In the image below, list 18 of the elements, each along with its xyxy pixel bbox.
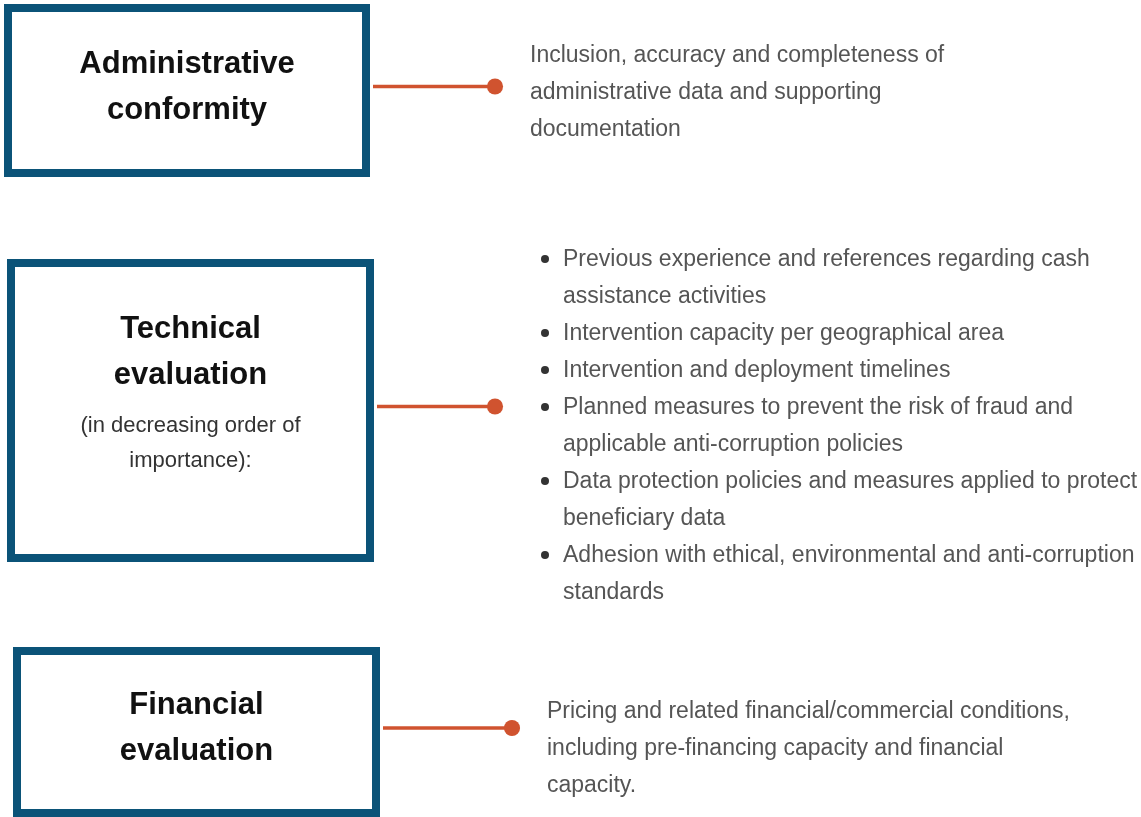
leader-line [373, 78, 504, 95]
leader-line [377, 398, 504, 415]
leader-line [383, 719, 521, 737]
list-item: Intervention capacity per geographical area [563, 318, 1006, 347]
list-item: Planned measures to prevent the risk of fraud and applicable anti-corruption policies [563, 392, 1075, 458]
process-box [7, 259, 374, 562]
process-box [4, 4, 370, 177]
description-text: Pricing and related financial/commercial conditions, including pre-financing capacity and financial capacity. [519, 692, 1079, 803]
list-item: Data protection policies and measures applied to protect beneficiary data [563, 466, 1139, 532]
box-title: Technical evaluation [112, 308, 269, 393]
box-title: Administrative conformity [78, 43, 296, 128]
description-text: Inclusion, accuracy and completeness of administrative data and supporting documentation [502, 36, 1022, 147]
list-item: Previous experience and references regarding cash assistance activities [563, 244, 1091, 310]
box-note: (in decreasing order of importance): [79, 410, 302, 474]
process-box [13, 647, 380, 817]
box-title: Financial evaluation [118, 685, 275, 769]
list-item: Intervention and deployment timelines [563, 355, 952, 384]
list-item: Adhesion with ethical, environmental and anti-corruption standards [563, 540, 1136, 606]
